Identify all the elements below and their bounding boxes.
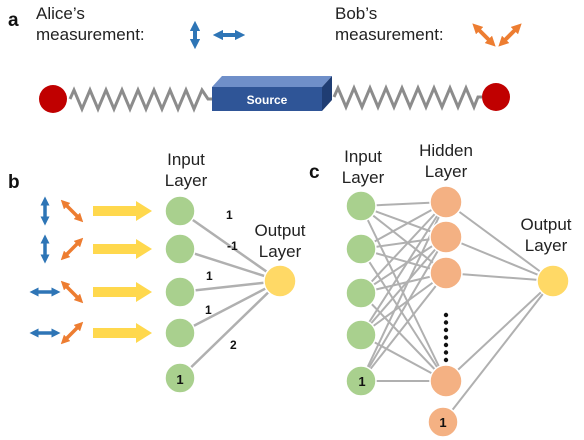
ellipsis-dot xyxy=(443,342,449,348)
panel-b-weight-2: -1 xyxy=(227,239,238,253)
panel-c-input-layer-title: Input Layer xyxy=(325,146,401,188)
panel-c-hidden-bias-node xyxy=(427,406,459,438)
panel-b-edge-3 xyxy=(179,279,281,294)
panel-c-edge xyxy=(445,280,554,382)
panel-c-edge xyxy=(360,201,447,336)
panel-c-output-node xyxy=(536,264,570,298)
panel-c-input-node-4 xyxy=(345,319,377,351)
panel-c-hidden-line2: Layer xyxy=(424,162,468,181)
panel-c-hidden-node-1 xyxy=(429,185,463,219)
diagonal-arrow-icon xyxy=(60,280,84,304)
bob-label-line2: measurement: xyxy=(335,25,444,44)
panel-c-input-node-3 xyxy=(345,277,377,309)
panel-c-output-line2: Layer xyxy=(524,236,568,255)
alice-label-line1: Alice’s xyxy=(36,4,85,23)
alice-label: Alice’s measurement: xyxy=(36,3,145,45)
panel-b-input-node-5 xyxy=(164,362,196,394)
panel-b-input-layer-title: Input Layer xyxy=(148,149,224,191)
panel-b-letter: b xyxy=(8,172,20,193)
panel-c-input-node-5 xyxy=(345,365,377,397)
bob-diagonal-arrow-b-icon xyxy=(498,23,522,47)
panel-b-weight-4: 1 xyxy=(205,303,212,317)
alice-label-line2: measurement: xyxy=(36,25,145,44)
panel-c-hidden-bias-label: 1 xyxy=(439,415,446,430)
panel-b-output-layer-title: Output Layer xyxy=(242,220,318,262)
bob-particle xyxy=(482,83,510,111)
panel-b-feed-arrow-4 xyxy=(93,323,152,343)
panel-c-edge xyxy=(360,236,447,382)
ellipsis-dot xyxy=(443,320,449,325)
panel-b-output-line1: Output xyxy=(254,221,306,240)
panel-b-edge-1 xyxy=(179,209,281,283)
panel-c-edge xyxy=(360,292,447,382)
panel-b-output-line2: Layer xyxy=(258,242,302,261)
panel-b-edge-4 xyxy=(179,279,281,335)
panel-b-feed-arrow-1 xyxy=(93,201,152,221)
panel-c-hidden-layer-title: Hidden Layer xyxy=(408,140,484,182)
panel-b-feed-arrows xyxy=(93,201,152,343)
bob-label: Bob’s measurement: xyxy=(335,3,444,45)
panel-c-output-layer-title: Output Layer xyxy=(508,214,584,256)
panel-c-edge xyxy=(360,272,447,336)
panel-b-edges xyxy=(179,209,281,379)
panel-b-input-line2: Layer xyxy=(164,171,208,190)
panel-c-output-line1: Output xyxy=(520,215,572,234)
alice-particle xyxy=(39,85,67,113)
diagonal-arrow-icon xyxy=(60,321,84,345)
ellipsis-dot xyxy=(443,350,449,355)
panel-b-input-node-1 xyxy=(164,195,196,227)
source-box xyxy=(212,76,332,111)
panel-c-edge xyxy=(445,201,554,282)
panel-b-weight-1: 1 xyxy=(226,208,233,222)
panel-b-weight-3: 1 xyxy=(206,269,213,283)
panel-b-edge-5 xyxy=(179,280,281,379)
panel-c-edge xyxy=(360,201,447,294)
left-spring xyxy=(68,86,212,113)
right-spring xyxy=(332,84,482,111)
ellipsis-dot xyxy=(443,335,449,340)
panel-c-edge xyxy=(360,248,447,382)
panel-c-input-node-2 xyxy=(345,233,377,265)
ellipsis-dot xyxy=(443,357,449,363)
panel-b-edge-2 xyxy=(179,247,281,283)
diagonal-arrow-icon xyxy=(60,237,84,261)
panel-b-feed-arrow-3 xyxy=(93,282,152,302)
panel-c-input-node-1 xyxy=(345,190,377,222)
panel-c-hidden-node-4 xyxy=(429,364,463,398)
panel-b-output-node xyxy=(263,264,297,298)
panel-c-hidden-line1: Hidden xyxy=(419,141,473,160)
panel-c-letter: c xyxy=(309,162,320,183)
panel-c-edge xyxy=(445,236,554,282)
panel-b-bias-label: 1 xyxy=(176,372,183,387)
panel-c-hidden-node-3 xyxy=(429,256,463,290)
panel-c-edge xyxy=(360,272,447,382)
panel-a-letter: a xyxy=(8,10,19,31)
panel-b-nodes xyxy=(164,195,297,394)
panel-c-input-bias-label: 1 xyxy=(358,374,365,389)
panel-b-input-node-2 xyxy=(164,233,196,265)
panel-c-edge xyxy=(442,280,554,423)
bob-label-line1: Bob’s xyxy=(335,4,378,23)
bob-diagonal-arrow-a-icon xyxy=(472,23,496,47)
panel-b-input-line1: Input xyxy=(167,150,205,169)
source-label: Source xyxy=(247,93,288,107)
panel-b-input-node-3 xyxy=(164,276,196,308)
panel-c-edge xyxy=(360,236,447,336)
panel-b-measurement-icons xyxy=(29,196,84,345)
panel-c-input-line1: Input xyxy=(344,147,382,166)
ellipsis-dot xyxy=(443,312,449,318)
panel-b-input-node-4 xyxy=(164,317,196,349)
panel-c-edge xyxy=(360,236,447,294)
panel-b-feed-arrow-2 xyxy=(93,239,152,259)
panel-c-hidden-node-2 xyxy=(429,220,463,254)
panel-b-weight-5: 2 xyxy=(230,338,237,352)
panel-c-edge xyxy=(445,272,554,282)
panel-c-nodes xyxy=(345,185,570,438)
diagonal-arrow-icon xyxy=(60,199,84,223)
panel-c-input-line2: Layer xyxy=(341,168,385,187)
panel-c-ellipsis-dots xyxy=(443,312,449,363)
ellipsis-dot xyxy=(443,327,449,333)
